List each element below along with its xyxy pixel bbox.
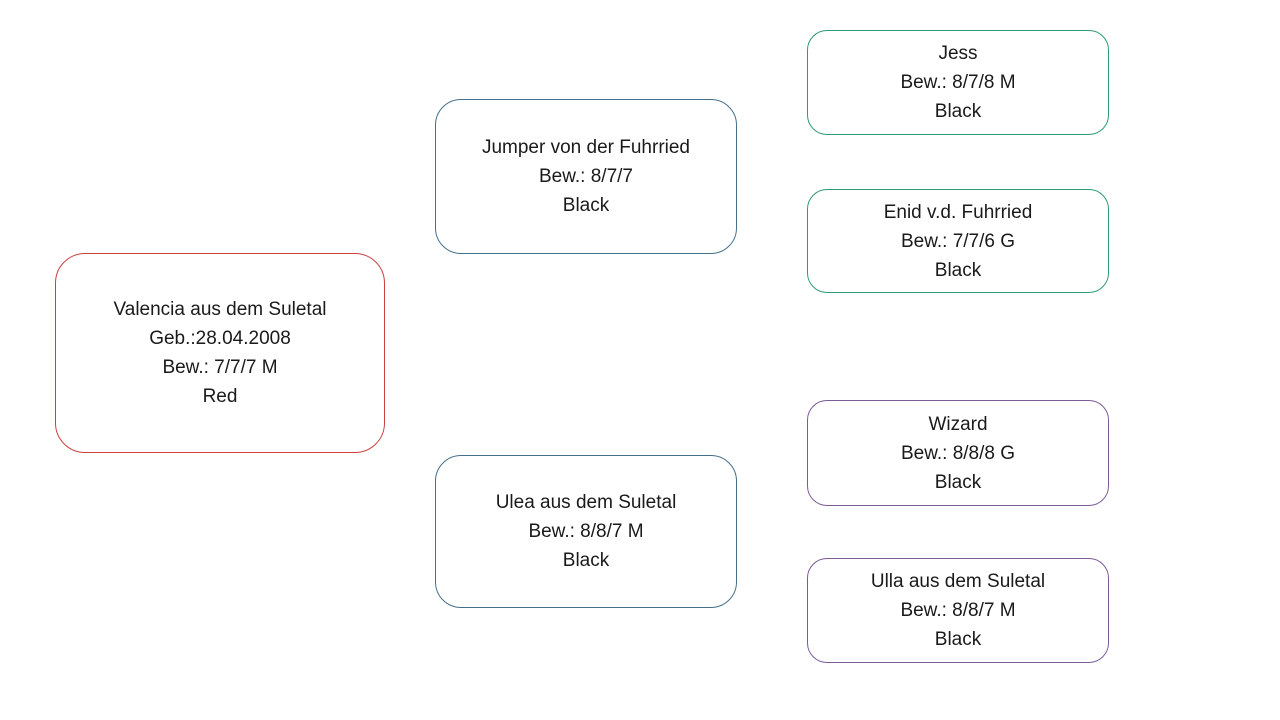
- node-coat: Black: [934, 629, 982, 650]
- pedigree-node-ulea: Ulea aus dem Suletal Bew.: 8/8/7 M Black: [435, 455, 737, 608]
- node-name: Jess: [938, 43, 978, 64]
- node-rating: Bew.: 8/7/7: [538, 166, 633, 187]
- node-name: Jumper von der Fuhrried: [481, 137, 691, 158]
- node-rating: Bew.: 7/7/6 G: [900, 230, 1016, 252]
- node-name: Ulea aus dem Suletal: [495, 492, 677, 513]
- node-rating: Bew.: 8/8/7 M: [528, 521, 644, 542]
- node-name: Enid v.d. Fuhrried: [883, 201, 1033, 223]
- node-name: Ulla aus dem Suletal: [870, 571, 1046, 592]
- pedigree-node-enid: Enid v.d. Fuhrried Bew.: 7/7/6 G Black: [807, 189, 1109, 293]
- pedigree-node-valencia: Valencia aus dem Suletal Geb.:28.04.2008…: [55, 253, 385, 453]
- node-coat: Red: [202, 386, 238, 407]
- node-coat: Black: [562, 550, 610, 571]
- node-name: Valencia aus dem Suletal: [113, 299, 327, 320]
- node-rating: Bew.: 8/7/8 M: [900, 72, 1016, 93]
- pedigree-node-jess: Jess Bew.: 8/7/8 M Black: [807, 30, 1109, 135]
- node-birth: Geb.:28.04.2008: [149, 328, 291, 349]
- node-name: Wizard: [928, 413, 988, 435]
- node-coat: Black: [562, 195, 610, 216]
- node-coat: Black: [934, 101, 982, 122]
- pedigree-node-ulla: Ulla aus dem Suletal Bew.: 8/8/7 M Black: [807, 558, 1109, 663]
- node-coat: Black: [934, 471, 982, 493]
- node-rating: Bew.: 8/8/8 G: [900, 442, 1016, 464]
- node-rating: Bew.: 8/8/7 M: [900, 600, 1016, 621]
- pedigree-node-jumper: Jumper von der Fuhrried Bew.: 8/7/7 Blac…: [435, 99, 737, 254]
- node-rating: Bew.: 7/7/7 M: [162, 357, 278, 378]
- node-coat: Black: [934, 259, 982, 281]
- pedigree-node-wizard: Wizard Bew.: 8/8/8 G Black: [807, 400, 1109, 506]
